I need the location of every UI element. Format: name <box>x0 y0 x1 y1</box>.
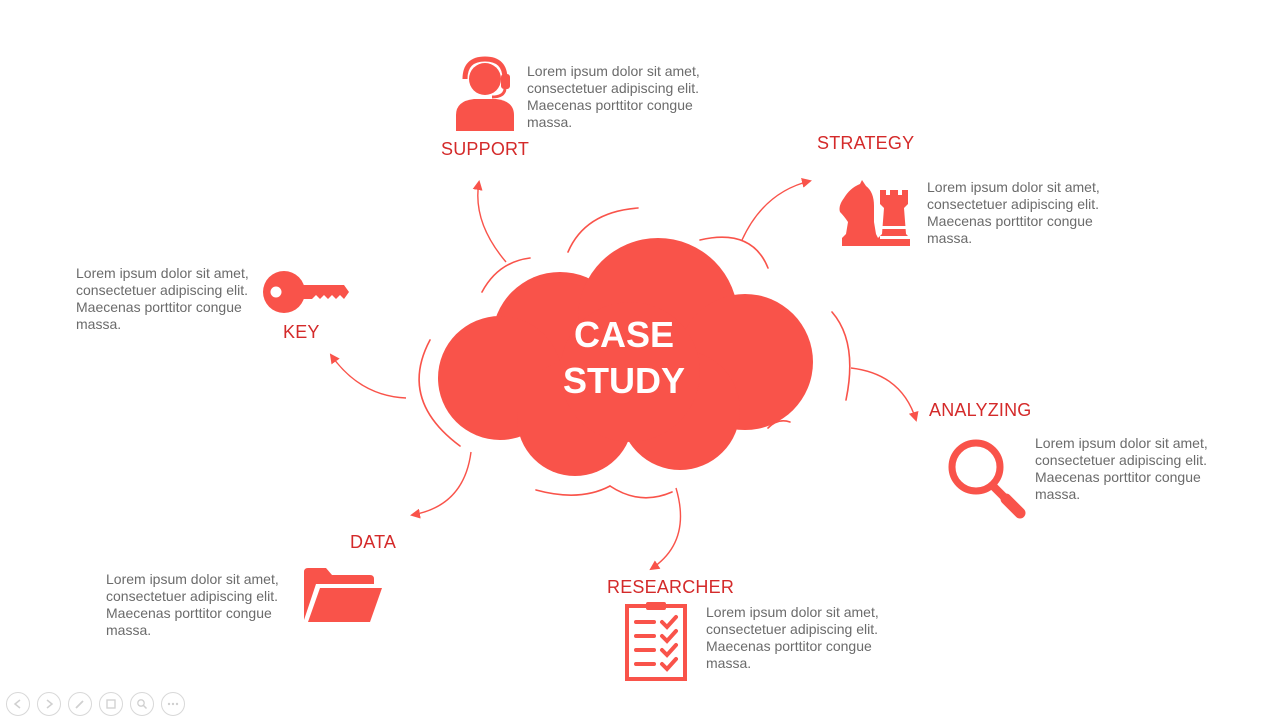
analyzing-label: ANALYZING <box>929 400 1032 420</box>
cloud-shape <box>438 238 813 476</box>
pen-button[interactable] <box>68 692 92 716</box>
arrow-strategy <box>741 178 812 241</box>
chess-icon <box>839 180 910 246</box>
pen-icon <box>75 700 84 709</box>
support-label: SUPPORT <box>441 139 530 159</box>
researcher-label: RESEARCHER <box>607 577 735 597</box>
strategy-description: Lorem ipsum dolor sit amet, consectetuer… <box>927 179 1100 246</box>
headset-support-icon <box>456 56 514 131</box>
data-description: Lorem ipsum dolor sit amet, consectetuer… <box>106 571 279 638</box>
arrow-researcher <box>649 487 682 571</box>
center-title-line1: CASE <box>573 314 675 355</box>
zoom-button[interactable] <box>130 692 154 716</box>
more-icon <box>167 702 179 706</box>
next-slide-button[interactable] <box>37 692 61 716</box>
slides-button[interactable] <box>99 692 123 716</box>
support-description: Lorem ipsum dolor sit amet, consectetuer… <box>527 63 700 130</box>
key-icon <box>263 271 349 313</box>
magnifier-icon <box>948 439 1026 519</box>
researcher-description: Lorem ipsum dolor sit amet, consectetuer… <box>706 604 879 671</box>
next-icon <box>46 699 54 709</box>
arrow-data <box>410 451 472 519</box>
strategy-label: STRATEGY <box>817 133 915 153</box>
folder-icon <box>304 568 382 622</box>
presentation-toolbar <box>6 692 185 716</box>
prev-icon <box>13 699 21 709</box>
arrow-support <box>472 180 507 263</box>
connector-arrows <box>329 178 919 571</box>
center-title-line2: STUDY <box>562 360 685 401</box>
key-label: KEY <box>283 322 320 342</box>
center-title: CASE STUDY <box>524 312 724 404</box>
arrow-key <box>329 353 407 399</box>
prev-slide-button[interactable] <box>6 692 30 716</box>
arrow-analyzing <box>850 367 919 422</box>
checklist-icon <box>625 602 687 681</box>
data-label: DATA <box>350 532 397 552</box>
more-options-button[interactable] <box>161 692 185 716</box>
slides-icon <box>106 699 116 709</box>
cloud-outline-arcs <box>418 207 851 499</box>
analyzing-description: Lorem ipsum dolor sit amet, consectetuer… <box>1035 435 1208 502</box>
key-description: Lorem ipsum dolor sit amet, consectetuer… <box>76 265 249 332</box>
zoom-icon <box>137 699 148 710</box>
